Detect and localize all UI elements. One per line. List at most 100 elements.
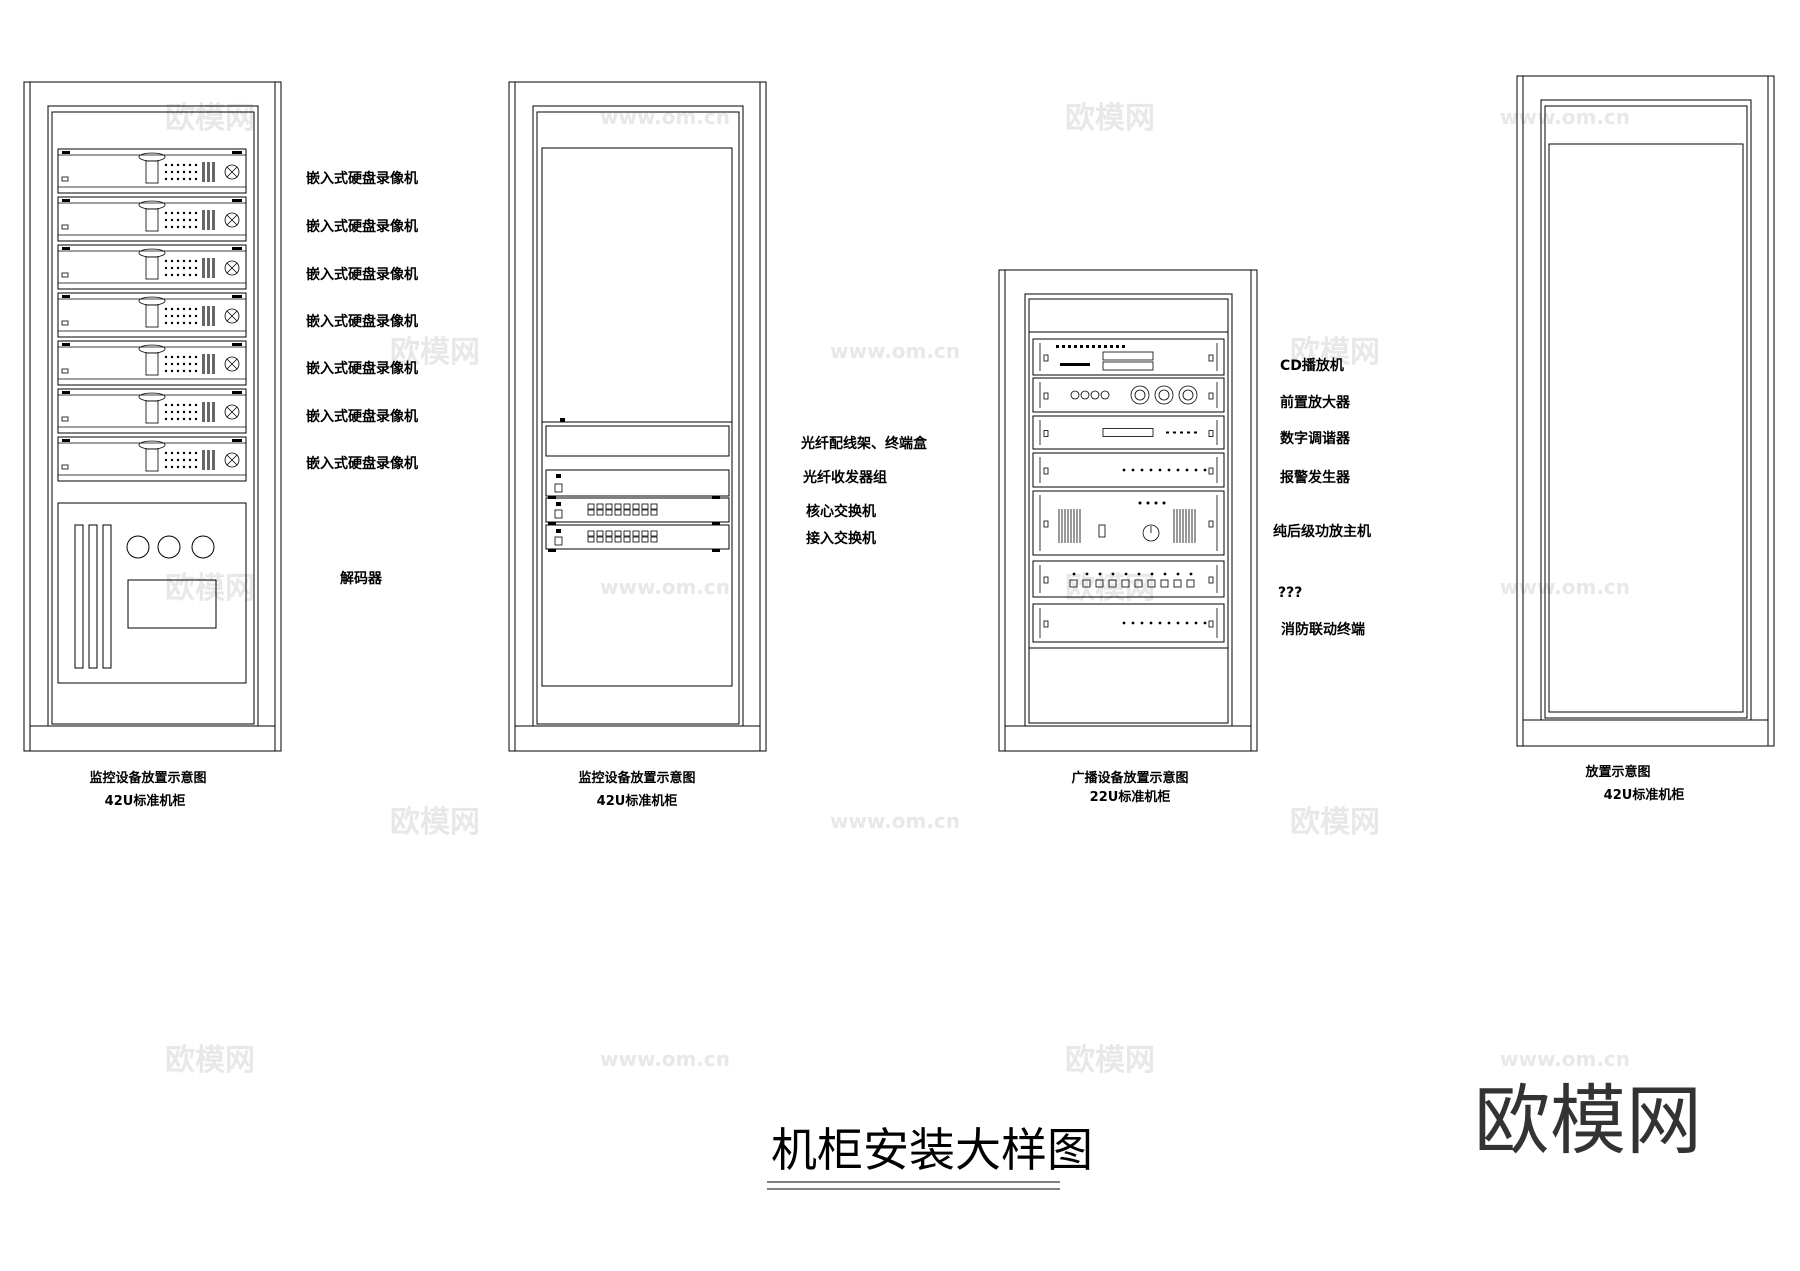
dvr-jog-dial xyxy=(224,404,240,420)
cd-indicator xyxy=(1068,345,1071,348)
brand-logo: 欧模网 xyxy=(1474,1076,1702,1165)
dvr-button xyxy=(188,307,192,311)
dvr-chassis xyxy=(57,340,247,386)
switch-foot xyxy=(712,522,720,525)
dvr-keypad xyxy=(212,450,215,470)
dvr-button xyxy=(188,369,192,373)
switch-foot xyxy=(712,496,720,499)
unit-handle xyxy=(1208,392,1214,400)
cd-indicator xyxy=(1116,345,1119,348)
dvr-button xyxy=(182,177,186,181)
dvr-brand-mark xyxy=(232,151,242,154)
unit-handle xyxy=(1043,576,1049,584)
cabinet-body xyxy=(1540,99,1752,721)
dvr-keypad xyxy=(212,306,215,326)
dvr-keypad xyxy=(202,354,205,374)
dvr-button xyxy=(194,321,198,325)
unit-chassis xyxy=(1032,338,1225,376)
cd-indicator xyxy=(1098,345,1101,348)
cabinet-cctv-network: 光纤配线架、终端盒 光纤收发器组 核心交换机 接入交换机 监控设备放置示意图 4… xyxy=(508,81,928,809)
zone-led xyxy=(1111,572,1115,576)
preamp-input-knob xyxy=(1090,390,1100,400)
unit-chassis xyxy=(1032,560,1225,598)
dvr-button xyxy=(176,410,180,414)
dvr-button xyxy=(188,410,192,414)
preamp-volume-knob-center xyxy=(1134,389,1146,401)
unit-handle xyxy=(1043,620,1049,628)
cabinet-size-label: 42U标准机柜 xyxy=(1604,787,1685,803)
cabinet-body-inner xyxy=(536,111,740,725)
status-led xyxy=(1176,621,1180,625)
decoder-knob xyxy=(126,535,150,559)
dvr-power-led xyxy=(61,464,69,470)
switch-port xyxy=(614,536,622,543)
dvr-jog-mark xyxy=(226,406,238,418)
equipment-label: 嵌入式硬盘录像机 xyxy=(306,455,418,472)
cd-indicator xyxy=(1056,345,1059,348)
dvr-keypad xyxy=(207,450,210,470)
equipment-label: 消防联动终端 xyxy=(1281,621,1365,638)
dvr-button xyxy=(164,451,168,455)
switch-port xyxy=(605,509,613,516)
unit-handle xyxy=(1208,430,1214,437)
dvr-button xyxy=(188,218,192,222)
switch-port xyxy=(650,530,658,537)
switch-port xyxy=(650,536,658,543)
switch-port xyxy=(623,530,631,537)
dvr-unit-stack xyxy=(57,148,247,482)
watermark-url: www.om.cn xyxy=(600,1047,730,1071)
dvr-jog-dial xyxy=(224,308,240,324)
switch-port xyxy=(641,509,649,516)
switch-port xyxy=(587,530,595,537)
dvr-button xyxy=(170,170,174,174)
decoder-unit xyxy=(57,502,247,684)
dvr-button xyxy=(176,163,180,167)
dvr-button xyxy=(170,177,174,181)
dvr-power-led xyxy=(61,368,69,374)
amp-power-switch xyxy=(1098,524,1106,538)
dvr-button xyxy=(176,170,180,174)
dvr-button xyxy=(170,417,174,421)
cabinet-body xyxy=(532,105,744,727)
dvr-power-led xyxy=(61,176,69,182)
dvr-button xyxy=(164,417,168,421)
decoder-slot xyxy=(88,524,98,669)
cabinet-outer-frame xyxy=(998,269,1258,752)
dvr-display-window xyxy=(145,208,159,232)
cabinet-size-label: 42U标准机柜 xyxy=(105,793,186,809)
dvr-display-window xyxy=(145,256,159,280)
dvr-jog-dial xyxy=(224,452,240,468)
switch-port xyxy=(587,536,595,543)
dvr-button xyxy=(164,314,168,318)
dvr-button xyxy=(176,273,180,277)
zone-led xyxy=(1098,572,1102,576)
cd-buttons xyxy=(1060,363,1090,366)
dvr-display-window xyxy=(145,400,159,424)
watermark-text: 欧模网 xyxy=(1065,571,1155,606)
zone-led xyxy=(1176,572,1180,576)
decoder-slot xyxy=(102,524,112,669)
tuner-button xyxy=(1187,431,1190,434)
dvr-button xyxy=(194,163,198,167)
dvr-power-led xyxy=(61,416,69,422)
cabinet-outer-frame xyxy=(23,81,282,752)
cabinet-body xyxy=(1024,293,1233,727)
broadcast-unit-stack xyxy=(1032,338,1225,643)
broadcast-unit xyxy=(1032,603,1225,643)
watermark-url: www.om.cn xyxy=(830,809,960,833)
zone-led xyxy=(1189,572,1193,576)
dvr-button xyxy=(194,273,198,277)
dvr-button xyxy=(170,314,174,318)
broadcast-unit xyxy=(1032,560,1225,598)
unit-handle xyxy=(1208,620,1214,628)
preamp-volume-knob-center xyxy=(1182,389,1194,401)
dvr-button xyxy=(194,211,198,215)
dvr-button xyxy=(164,177,168,181)
preamp-volume-knob xyxy=(1178,385,1198,405)
cd-display xyxy=(1102,351,1154,361)
equipment-label: 光纤收发器组 xyxy=(802,469,887,486)
dvr-button xyxy=(164,218,168,222)
status-led xyxy=(1194,621,1198,625)
status-led xyxy=(1203,621,1207,625)
